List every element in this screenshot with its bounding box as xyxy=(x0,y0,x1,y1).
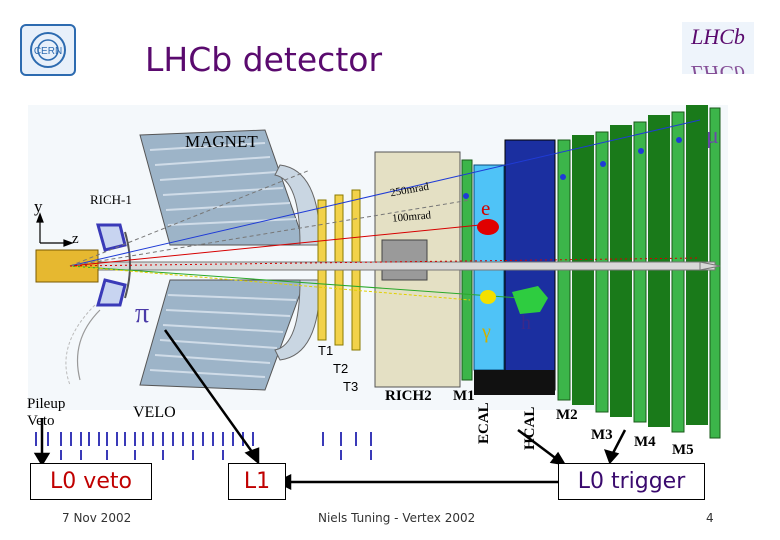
hadron-track xyxy=(69,265,521,299)
label-axis-y: y xyxy=(34,197,43,216)
beam-pipe-end xyxy=(699,261,721,271)
photon-track xyxy=(69,265,471,301)
label-t1: T1 xyxy=(318,343,334,358)
label-m2: M2 xyxy=(556,407,578,423)
l0-trigger-box: L0 trigger xyxy=(558,463,705,500)
particle-tracks xyxy=(69,119,701,301)
label-m3: M3 xyxy=(591,427,613,443)
velo-stations xyxy=(35,432,372,460)
hadron-cluster xyxy=(512,286,548,314)
electron-cluster xyxy=(477,219,499,235)
photon-cluster xyxy=(480,290,496,304)
pileup-arrow xyxy=(76,309,101,381)
calorimeter-base xyxy=(474,370,555,395)
footer-author: Niels Tuning - Vertex 2002 xyxy=(318,511,476,525)
label-rich2: RICH2 xyxy=(385,388,432,404)
hcal-arrow xyxy=(517,429,559,461)
label-t3: T3 xyxy=(343,379,359,394)
label-m4: M4 xyxy=(634,434,656,450)
velo-to-l1-arrow xyxy=(163,329,257,457)
svg-text:LHCb: LHCb xyxy=(690,24,745,49)
slide-title: LHCb detector xyxy=(145,40,383,79)
muon-hits xyxy=(463,137,682,199)
electron-track xyxy=(69,224,481,267)
label-hadron: h xyxy=(521,312,531,334)
l0-veto-box: L0 veto xyxy=(30,463,152,500)
label-rich1: RICH-1 xyxy=(90,192,132,207)
label-pileup-veto: Pileup Veto xyxy=(27,396,66,429)
l1-box: L1 xyxy=(228,463,286,500)
m3-arrow xyxy=(610,429,627,456)
label-m1: M1 xyxy=(453,388,475,404)
muon-stations xyxy=(557,105,721,439)
label-electron: e xyxy=(481,196,491,220)
label-hcal: HCAL xyxy=(522,406,538,450)
muon-track xyxy=(69,119,701,267)
beam-pipe xyxy=(59,261,716,271)
magnet-coil-lower xyxy=(274,279,321,361)
label-ecal: ECAL xyxy=(476,402,492,444)
trigger-arrows xyxy=(33,329,627,491)
magnet-coil-upper xyxy=(274,164,321,246)
label-axis-z: z xyxy=(72,231,79,247)
label-t2: T2 xyxy=(333,361,349,376)
label-velo: VELO xyxy=(133,404,176,421)
acceptance-100mrad xyxy=(69,199,471,267)
footer-date: 7 Nov 2002 xyxy=(62,511,132,525)
label-m5: M5 xyxy=(672,442,694,458)
cern-logo: CERN xyxy=(20,24,76,76)
svg-text:CERN: CERN xyxy=(34,46,62,57)
label-pi: π xyxy=(135,298,150,329)
acceptance-250mrad xyxy=(69,169,311,267)
rich2-shield xyxy=(381,239,428,281)
label-mu: μ xyxy=(706,123,719,149)
footer-page-number: 4 xyxy=(706,511,714,525)
label-gamma: γ xyxy=(482,321,491,343)
rich1-detector xyxy=(96,223,131,307)
velo-vessel xyxy=(35,249,99,283)
label-magnet: MAGNET xyxy=(185,132,258,151)
axes xyxy=(36,212,74,247)
magnet-yoke-lower xyxy=(139,279,306,391)
